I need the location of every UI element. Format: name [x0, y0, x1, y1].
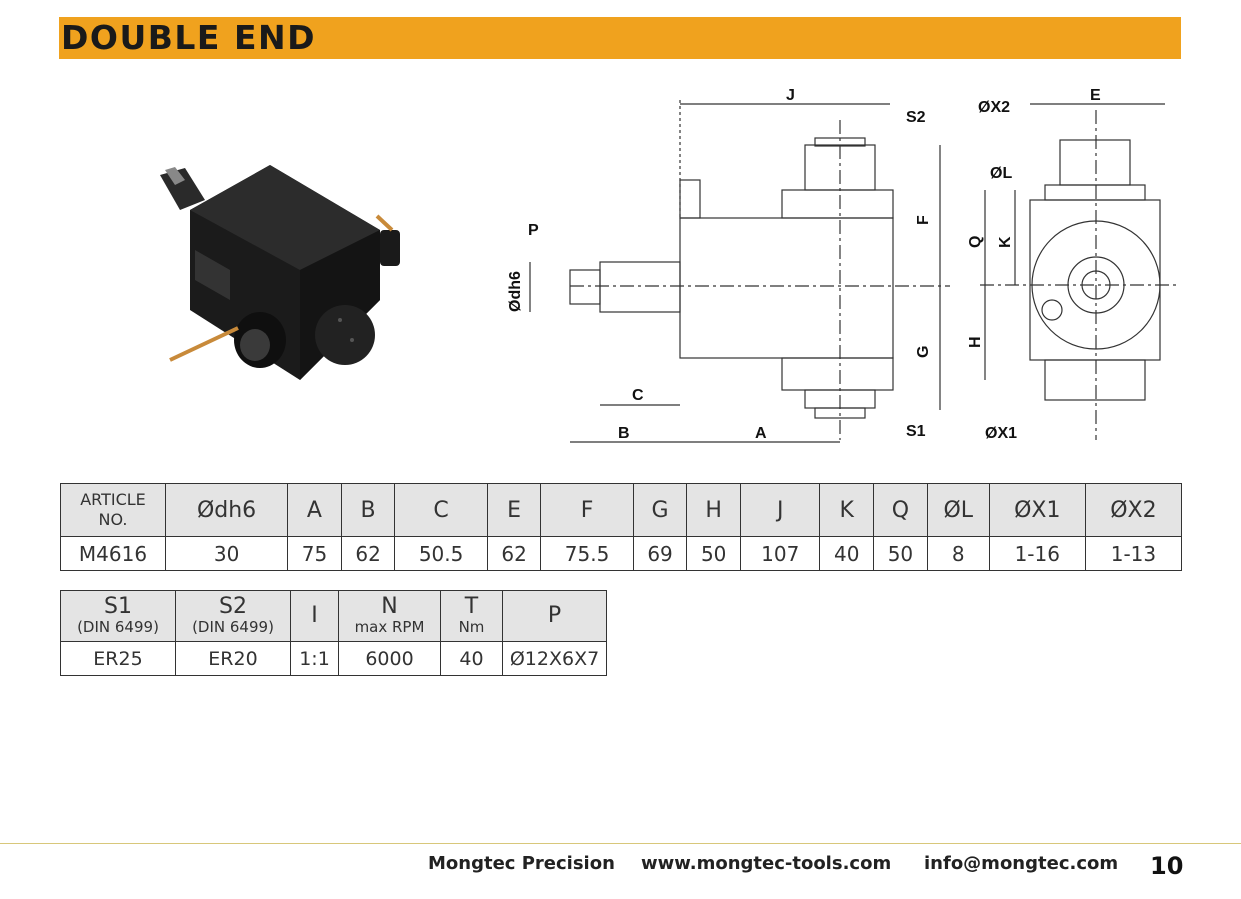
page-title: DOUBLE END [61, 18, 317, 57]
article-label-line2: NO. [98, 510, 128, 529]
header-main: T [464, 594, 479, 619]
dim-label-s1: S1 [906, 423, 926, 440]
table-header-cell: ØX1 [988, 483, 1086, 537]
table-header-row: ARTICLE NO. Ødh6 A B C E F G H J K Q ØL … [60, 483, 1183, 537]
table-header-cell: F [540, 483, 634, 537]
table-cell: 62 [340, 536, 396, 571]
table-header-cell: ØX2 [1084, 483, 1183, 537]
table-cell: 30 [164, 536, 289, 571]
table-header-cell: G [632, 483, 688, 537]
dim-label-k: K [997, 236, 1014, 248]
table-cell: 107 [739, 536, 821, 571]
table-cell: 50.5 [394, 536, 488, 571]
table-cell: 1:1 [290, 641, 339, 676]
table-header-cell: ØL [926, 483, 990, 537]
table-cell: 1-13 [1084, 536, 1183, 571]
table-cell: 62 [486, 536, 542, 571]
dim-label-g: G [915, 346, 932, 358]
specs-table: S1 (DIN 6499) S2 (DIN 6499) I N max RPM … [60, 590, 607, 676]
table-cell: 6000 [338, 641, 441, 676]
table-header-cell: S2 (DIN 6499) [175, 590, 291, 642]
table-cell: 69 [632, 536, 688, 571]
dim-label-x1: ØX1 [985, 425, 1017, 442]
table-header-cell: N max RPM [338, 590, 441, 642]
product-photo [160, 165, 400, 380]
table-cell: 40 [440, 641, 503, 676]
dim-label-dh6: Ødh6 [507, 271, 524, 312]
table-header-cell: P [502, 590, 607, 642]
table-header-cell: J [739, 483, 821, 537]
dim-label-b: B [618, 425, 630, 442]
table-header-cell: T Nm [440, 590, 503, 642]
table-cell: 8 [926, 536, 990, 571]
dim-label-s2: S2 [906, 109, 926, 126]
header-main: S2 [219, 594, 247, 619]
table-cell: 75.5 [540, 536, 634, 571]
footer-website[interactable]: www.mongtec-tools.com [641, 853, 892, 874]
dim-label-l: ØL [990, 165, 1012, 182]
table-header-cell: A [287, 483, 342, 537]
dim-label-c: C [632, 387, 644, 404]
table-header-cell: ARTICLE NO. [60, 483, 166, 537]
article-label-line1: ARTICLE [80, 490, 146, 509]
dim-label-h: H [967, 336, 984, 348]
technical-drawing: J S2 F P Ødh6 C B A S1 G ØX2 E ØL Q K H … [507, 87, 1180, 443]
page-number: 10 [1150, 852, 1184, 880]
table-row: M4616 30 75 62 50.5 62 75.5 69 50 107 40… [60, 536, 1183, 571]
table-header-cell: K [819, 483, 875, 537]
table-cell: M4616 [60, 536, 166, 571]
header-sub: (DIN 6499) [192, 618, 274, 636]
table-header-cell: B [340, 483, 396, 537]
table-header-cell: I [290, 590, 339, 642]
table-row: ER25 ER20 1:1 6000 40 Ø12X6X7 [60, 641, 607, 676]
table-cell: ER25 [60, 641, 176, 676]
table-cell: 40 [819, 536, 875, 571]
table-cell: Ø12X6X7 [502, 641, 607, 676]
header-main: N [381, 594, 398, 619]
dim-label-f: F [915, 215, 932, 225]
footer-company: Mongtec Precision [428, 853, 615, 874]
table-header-cell: C [394, 483, 488, 537]
table-header-cell: Ødh6 [164, 483, 289, 537]
dim-label-j: J [786, 87, 795, 104]
table-cell: 50 [873, 536, 928, 571]
dim-label-e: E [1090, 87, 1101, 104]
dim-label-a: A [755, 425, 767, 442]
table-cell: 50 [686, 536, 741, 571]
table-header-cell: E [486, 483, 542, 537]
table-cell: 1-16 [988, 536, 1086, 571]
table-cell: ER20 [175, 641, 291, 676]
footer-divider [0, 843, 1241, 844]
header-sub: Nm [458, 618, 485, 636]
table-header-cell: H [686, 483, 741, 537]
header-sub: max RPM [354, 618, 425, 636]
title-banner: DOUBLE END [59, 17, 1181, 59]
table-header-row: S1 (DIN 6499) S2 (DIN 6499) I N max RPM … [60, 590, 607, 642]
header-main: S1 [104, 594, 132, 619]
dimensions-table: ARTICLE NO. Ødh6 A B C E F G H J K Q ØL … [60, 483, 1183, 571]
footer-email[interactable]: info@mongtec.com [924, 853, 1119, 874]
dim-label-x2: ØX2 [978, 99, 1010, 116]
table-header-cell: S1 (DIN 6499) [60, 590, 176, 642]
table-header-cell: Q [873, 483, 928, 537]
table-cell: 75 [287, 536, 342, 571]
header-main: I [311, 603, 318, 628]
header-sub: (DIN 6499) [77, 618, 159, 636]
dim-label-p: P [528, 222, 539, 239]
dim-label-q: Q [967, 236, 984, 248]
header-main: P [547, 603, 562, 628]
